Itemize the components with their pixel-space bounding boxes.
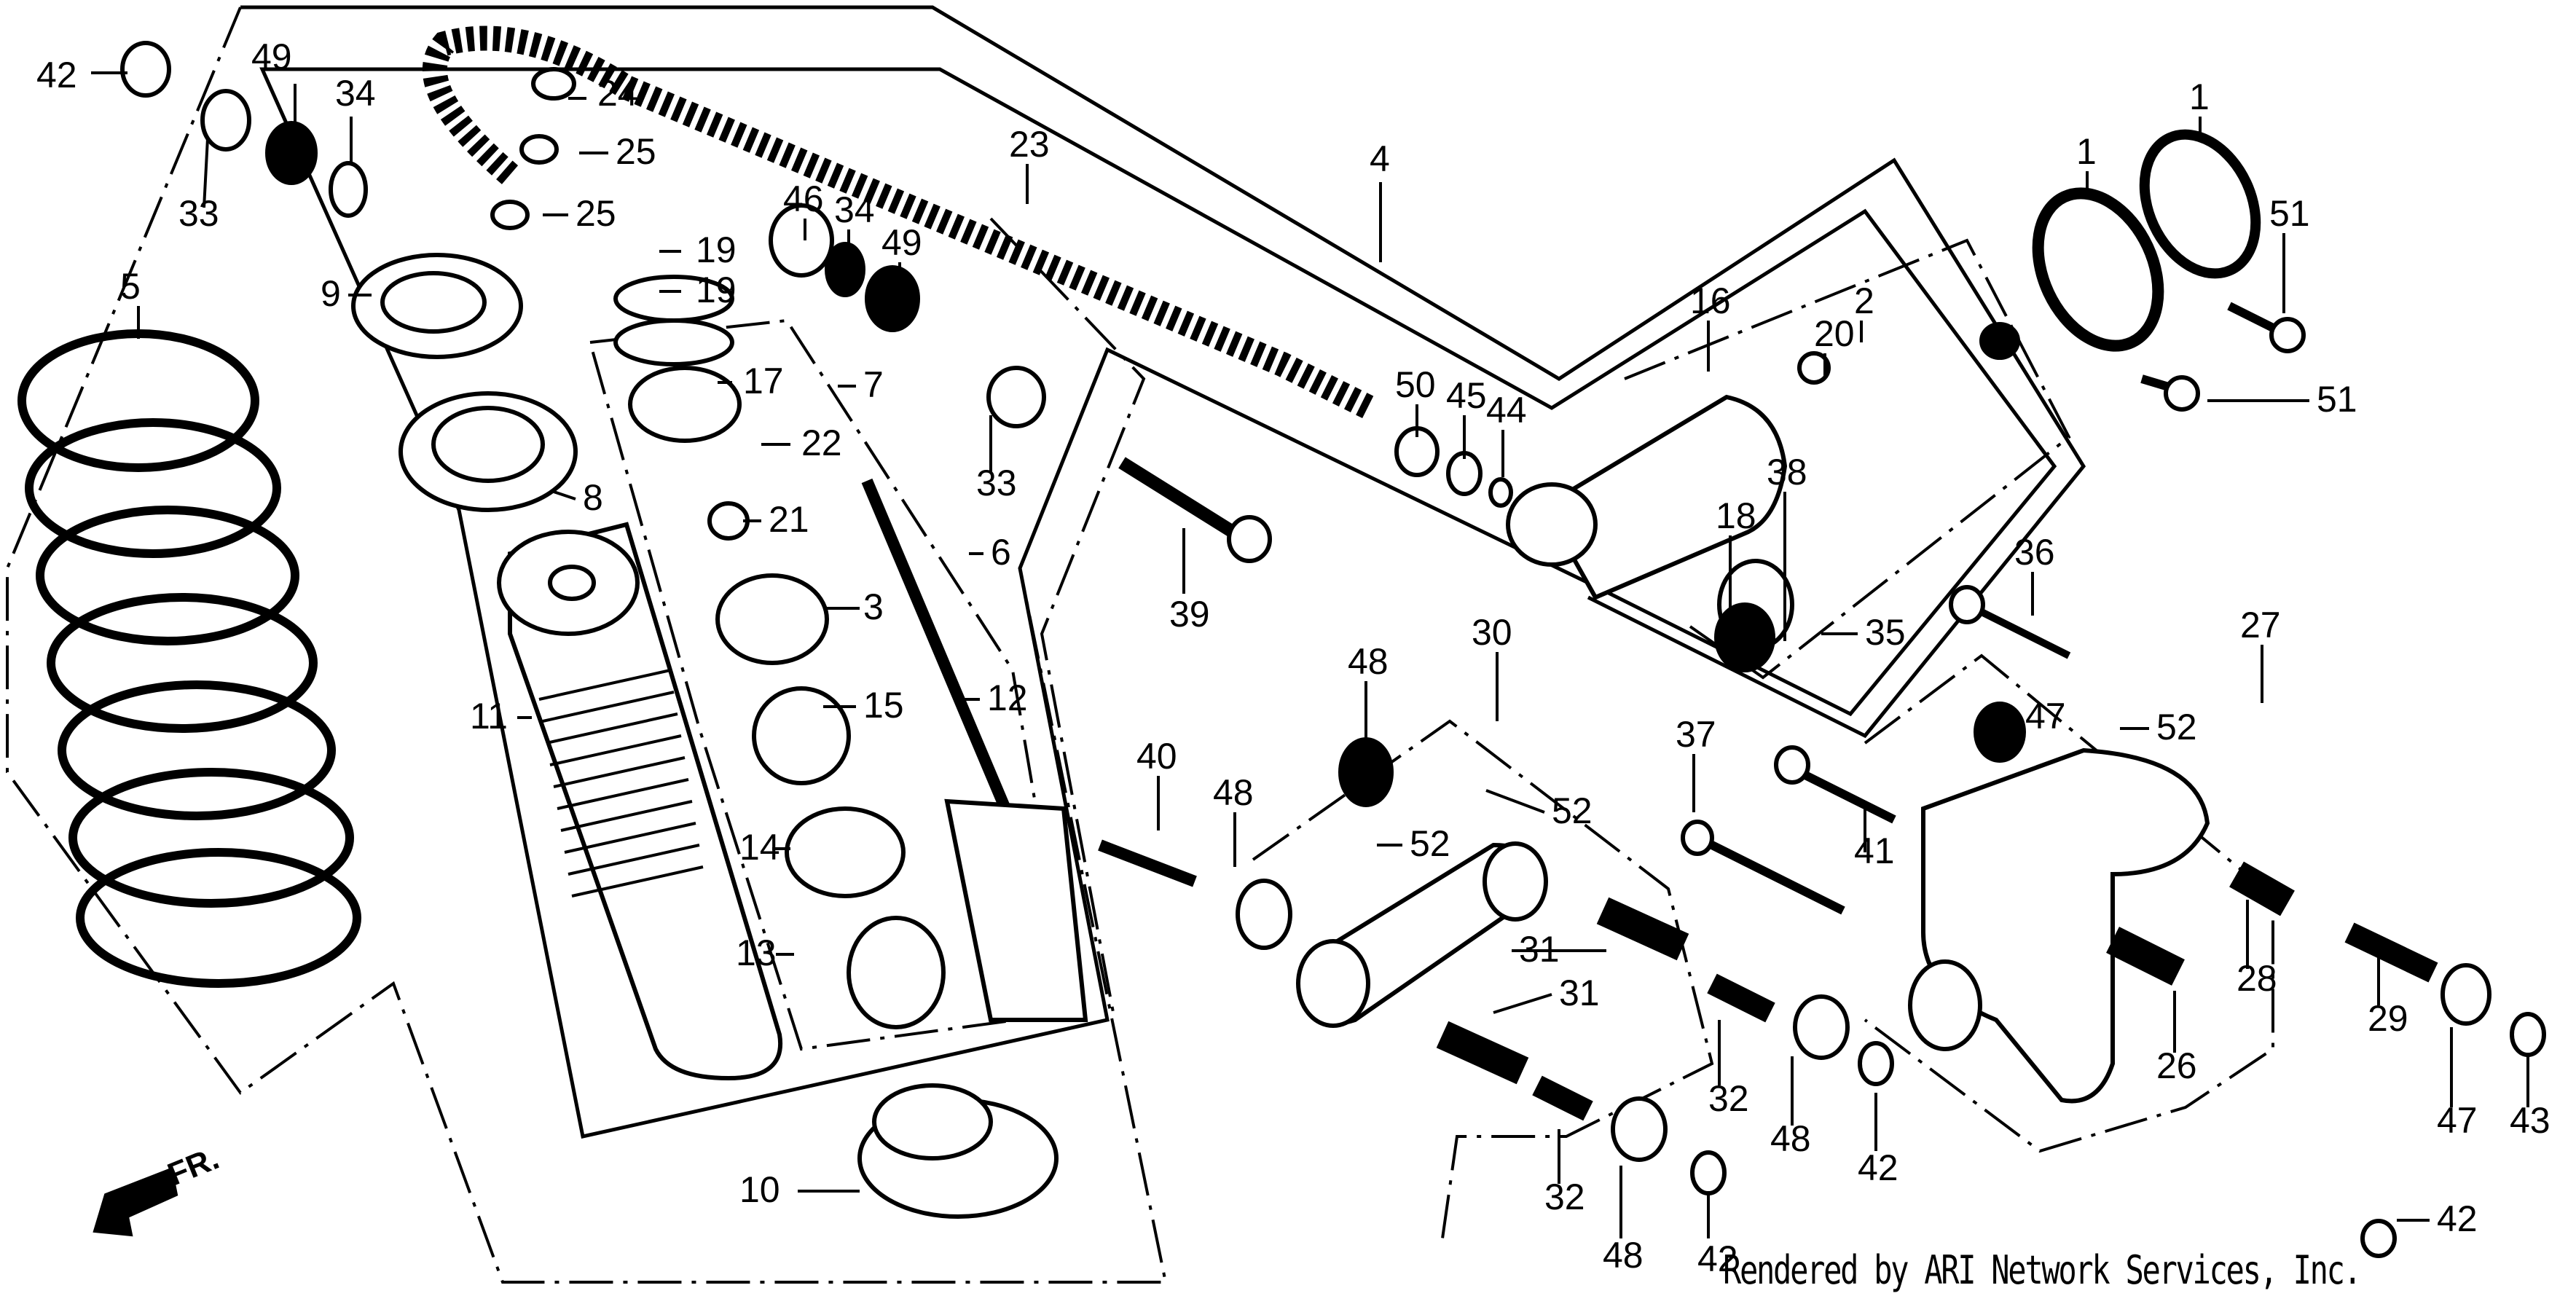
callout-part-42: 42 xyxy=(1697,1238,1738,1279)
outline-group-6 xyxy=(989,217,1146,1021)
callout-part-31: 31 xyxy=(1519,929,1560,970)
callout-part-16: 16 xyxy=(1690,280,1731,321)
callout-part-27: 27 xyxy=(2240,605,2281,645)
callout-part-15: 15 xyxy=(863,685,904,726)
callout-part-10: 10 xyxy=(739,1169,780,1210)
callout-part-19: 19 xyxy=(696,270,737,310)
outline-link-30 xyxy=(1252,719,1714,1239)
callout-part-48: 48 xyxy=(1213,772,1254,813)
callout-part-5: 5 xyxy=(120,266,141,307)
callout-part-46: 46 xyxy=(783,178,824,219)
damper-internals xyxy=(613,275,1088,1029)
callout-part-35: 35 xyxy=(1865,612,1906,653)
callout-part-34: 34 xyxy=(335,73,376,114)
callout-part-34: 34 xyxy=(834,189,875,230)
leader-line-8 xyxy=(553,490,576,500)
callout-part-20: 20 xyxy=(1814,313,1855,354)
leader-line-52 xyxy=(1485,789,1545,814)
linkage-30 xyxy=(1098,585,2071,1195)
callout-part-47: 47 xyxy=(2025,696,2066,737)
callout-part-52: 52 xyxy=(2156,707,2197,747)
callout-part-37: 37 xyxy=(1676,714,1716,755)
adjuster-nut-8 xyxy=(398,391,578,512)
reservoir-16 xyxy=(1506,322,2020,672)
callout-part-40: 40 xyxy=(1136,736,1177,777)
callout-part-8: 8 xyxy=(583,477,603,518)
front-arrow-icon xyxy=(93,1167,178,1237)
callout-part-48: 48 xyxy=(1603,1235,1644,1276)
watermark-text: Rendered by ARI Network Services, Inc. xyxy=(1723,1247,2362,1293)
callout-part-22: 22 xyxy=(801,423,842,463)
callout-part-36: 36 xyxy=(2014,532,2055,573)
top-left-hardware xyxy=(120,41,368,218)
callout-part-24: 24 xyxy=(597,73,638,114)
callout-part-4: 4 xyxy=(1370,138,1390,179)
callout-part-3: 3 xyxy=(863,586,884,627)
callout-part-19: 19 xyxy=(696,229,737,270)
callout-part-1: 1 xyxy=(2189,76,2210,117)
callout-part-49: 49 xyxy=(251,36,292,77)
callout-part-11: 11 xyxy=(470,696,508,737)
callout-part-51: 51 xyxy=(2317,379,2357,420)
callout-part-47: 47 xyxy=(2437,1100,2478,1141)
callout-part-9: 9 xyxy=(321,273,341,314)
spring-5 xyxy=(17,329,361,988)
callout-part-32: 32 xyxy=(1708,1078,1749,1119)
leader-line-33 xyxy=(203,138,209,208)
callout-part-52: 52 xyxy=(1410,823,1450,864)
callout-part-45: 45 xyxy=(1446,375,1487,416)
callout-part-31: 31 xyxy=(1559,973,1600,1013)
shock-body-11 xyxy=(497,522,783,1081)
callout-part-42: 42 xyxy=(1858,1147,1898,1188)
front-direction-marker: FR. xyxy=(93,1140,224,1237)
callout-part-13: 13 xyxy=(736,932,777,973)
callout-part-26: 26 xyxy=(2156,1045,2197,1086)
callout-part-42: 42 xyxy=(2437,1198,2478,1239)
callout-part-28: 28 xyxy=(2237,958,2277,999)
callout-part-41: 41 xyxy=(1854,830,1895,871)
callout-part-33: 33 xyxy=(178,193,219,234)
callout-part-21: 21 xyxy=(769,499,809,540)
callout-part-7: 7 xyxy=(863,364,884,405)
outline-reservoir xyxy=(1624,238,2071,680)
outline-arm-27 xyxy=(1864,653,2274,1153)
hose-fittings xyxy=(1394,426,1513,508)
shock-arm-27 xyxy=(1908,702,2546,1258)
callout-part-14: 14 xyxy=(739,827,780,868)
callout-part-2: 2 xyxy=(1854,280,1874,321)
callout-part-25: 25 xyxy=(576,193,616,234)
callout-part-17: 17 xyxy=(743,361,784,401)
callout-part-38: 38 xyxy=(1767,452,1807,492)
callout-part-48: 48 xyxy=(1348,641,1389,682)
reservoir-clamps-1 xyxy=(2032,129,2306,412)
reservoir-hose-23 xyxy=(422,25,1375,428)
callout-part-48: 48 xyxy=(1770,1118,1811,1159)
callout-part-12: 12 xyxy=(987,678,1028,718)
outline-outer-left xyxy=(6,7,1168,1284)
callout-part-50: 50 xyxy=(1395,364,1436,405)
callout-part-18: 18 xyxy=(1716,495,1756,536)
callout-part-51: 51 xyxy=(2269,193,2310,234)
outline-shock-assembly xyxy=(240,5,2086,739)
callout-part-29: 29 xyxy=(2368,998,2408,1039)
callout-part-30: 30 xyxy=(1472,612,1512,653)
callout-part-1: 1 xyxy=(2076,131,2097,172)
callout-part-23: 23 xyxy=(1009,124,1050,165)
callout-part-25: 25 xyxy=(616,131,656,172)
leader-line-31 xyxy=(1493,993,1552,1014)
callout-part-39: 39 xyxy=(1169,594,1210,635)
callout-part-52: 52 xyxy=(1552,790,1593,831)
spring-seat-10 xyxy=(857,1083,1059,1219)
callout-part-49: 49 xyxy=(881,222,922,263)
callout-part-6: 6 xyxy=(991,532,1011,573)
callout-part-43: 43 xyxy=(2510,1100,2551,1141)
callout-part-33: 33 xyxy=(976,463,1017,503)
callout-part-42: 42 xyxy=(36,55,77,95)
callout-part-32: 32 xyxy=(1544,1177,1585,1217)
lock-nut-9 xyxy=(351,253,523,359)
bolt-39 xyxy=(1118,457,1272,563)
callout-part-44: 44 xyxy=(1486,390,1527,431)
